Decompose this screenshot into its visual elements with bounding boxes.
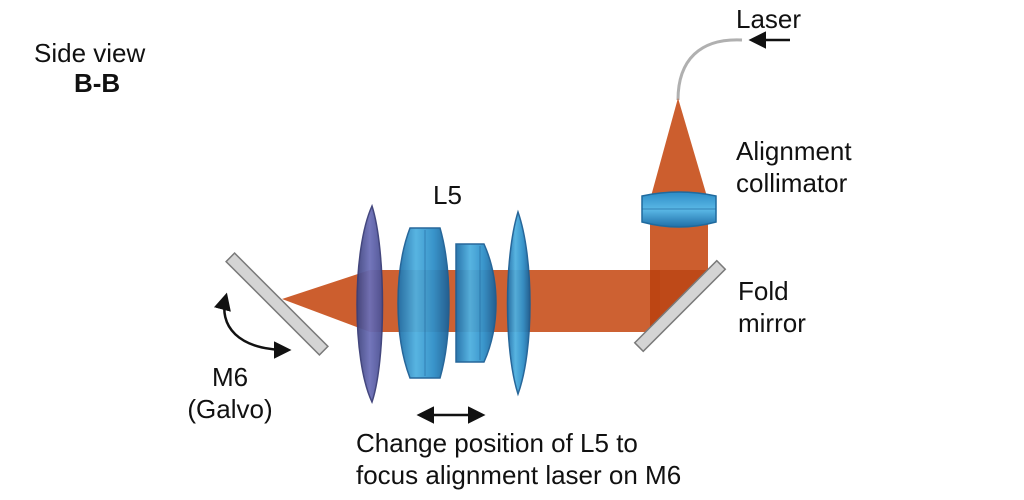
alignment-collimator-lens [641,191,717,228]
l5-lens-blue-1 [397,227,450,379]
m6-label-line1: M6 [211,362,249,392]
m6-label-line2: (Galvo) [187,394,273,424]
fold-mirror-label-line2: mirror [738,308,806,338]
caption-line1: Change position of L5 to [356,428,638,458]
laser-fiber [676,38,743,101]
galvo-rotation-arrow [213,292,292,359]
l5-lens-blue-2 [455,243,497,363]
section-label: B-B [74,68,121,98]
laser-label: Laser [736,4,802,34]
fold-mirror-label-line1: Fold [738,276,789,306]
alignment-collimator-label-line2: collimator [736,168,848,198]
caption-line2: focus alignment laser on M6 [356,460,682,490]
alignment-collimator-label-line1: Alignment [736,136,852,166]
l5-lens-purple [356,203,384,405]
beam-converging-to-m6 [282,270,370,332]
l5-lens-blue-3 [506,209,531,397]
l5-label: L5 [433,180,462,210]
beam-diverging-cone [650,98,708,200]
view-title: Side view [34,38,146,68]
fold-mirror [633,259,727,353]
l5-lens-group [356,203,531,405]
